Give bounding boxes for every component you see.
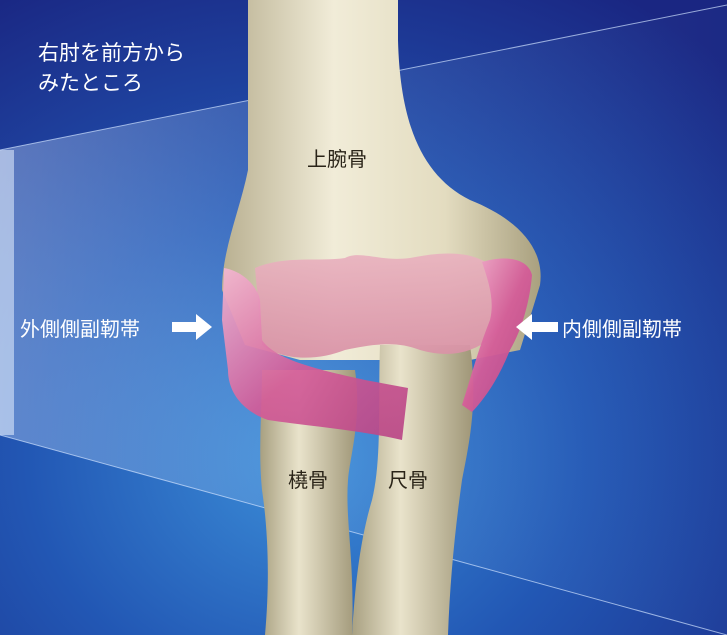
lateral-ligament-label: 外側側副靭帯 [20, 319, 140, 339]
medial-ligament-label: 内側側副靭帯 [562, 319, 682, 339]
caption-line-1: 右肘を前方から [38, 38, 238, 68]
caption-line-2: みたところ [38, 68, 238, 98]
humerus-label: 上腕骨 [307, 149, 367, 169]
radius-label: 橈骨 [288, 470, 328, 490]
joint-cartilage [255, 254, 500, 358]
view-caption: 右肘を前方から みたところ [38, 38, 238, 98]
ulna-label: 尺骨 [388, 470, 428, 490]
